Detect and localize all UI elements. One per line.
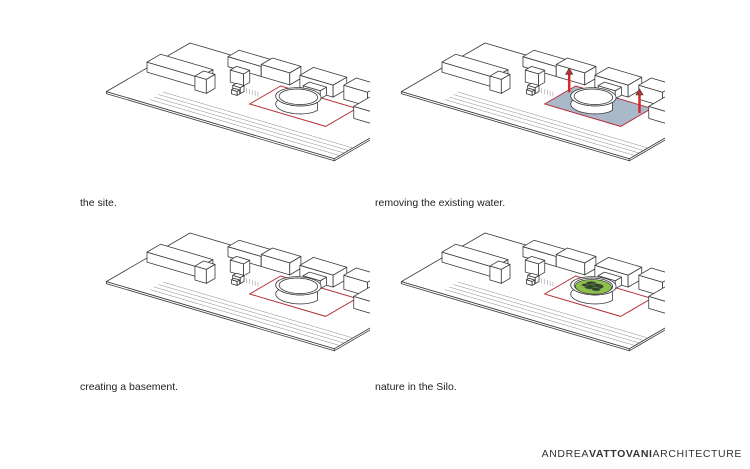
site-boundary (248, 85, 358, 127)
road-lines (444, 91, 648, 156)
building-back-2 (555, 247, 597, 276)
logo-part-2: VATTOVANI (589, 448, 653, 460)
ground-edge-side (628, 327, 665, 352)
building-right (353, 286, 370, 314)
building-mid (524, 65, 546, 87)
caption-nature: nature in the Silo. (375, 381, 457, 393)
logo-part-1: ANDREA (541, 448, 589, 460)
diagram-panel-water (400, 42, 665, 162)
building-right (648, 96, 665, 124)
caption-water: removing the existing water. (375, 197, 506, 209)
up-arrow-head-1 (635, 88, 644, 96)
site-boundary (543, 275, 653, 317)
building-tower (489, 260, 511, 284)
small-structure (526, 82, 554, 97)
small-structure (231, 82, 259, 97)
ground-edge-side (333, 137, 370, 162)
building-back-4 (638, 77, 665, 107)
logo-part-3: ARCHITECTURE (652, 448, 742, 460)
firm-logo: ANDREAVATTOVANIARCHITECTURE (542, 448, 742, 460)
road-lines (149, 281, 353, 346)
tree-4 (581, 283, 589, 287)
ground-edge-side (628, 137, 665, 162)
building-tower (489, 70, 511, 94)
building-back-2 (260, 57, 302, 86)
diagram-panel-basement (105, 232, 370, 352)
small-structure (526, 272, 554, 287)
silo (275, 276, 322, 305)
up-arrow-head-0 (565, 67, 574, 75)
diagram-panel-nature (400, 232, 665, 352)
caption-basement: creating a basement. (80, 381, 179, 393)
building-tower (194, 70, 216, 94)
road-lines (149, 91, 353, 156)
silo-inner-rim (278, 88, 319, 105)
building-right (648, 286, 665, 314)
building-right (353, 96, 370, 124)
small-structure (231, 272, 259, 287)
site-model (400, 232, 665, 352)
silo-inner-rim (573, 88, 614, 105)
silo-inner-rim (278, 277, 319, 294)
building-mid (229, 65, 251, 87)
silo (570, 87, 617, 115)
building-back-4 (638, 267, 665, 297)
building-back-4 (343, 267, 370, 297)
building-mid (229, 255, 251, 277)
arrows (565, 67, 644, 113)
ground-edge-side (333, 327, 370, 352)
site-model (400, 42, 665, 162)
road-lines (444, 281, 648, 346)
site-model (105, 232, 370, 352)
site-model (105, 42, 370, 162)
diagram-panel-site (105, 42, 370, 162)
silo (570, 276, 617, 305)
building-back-2 (260, 247, 302, 276)
building-mid (524, 255, 546, 277)
site-boundary (248, 275, 358, 317)
tree-3 (591, 287, 601, 292)
caption-site: the site. (80, 197, 117, 209)
building-back-2 (555, 57, 597, 86)
building-tower (194, 260, 216, 284)
silo (275, 87, 322, 115)
